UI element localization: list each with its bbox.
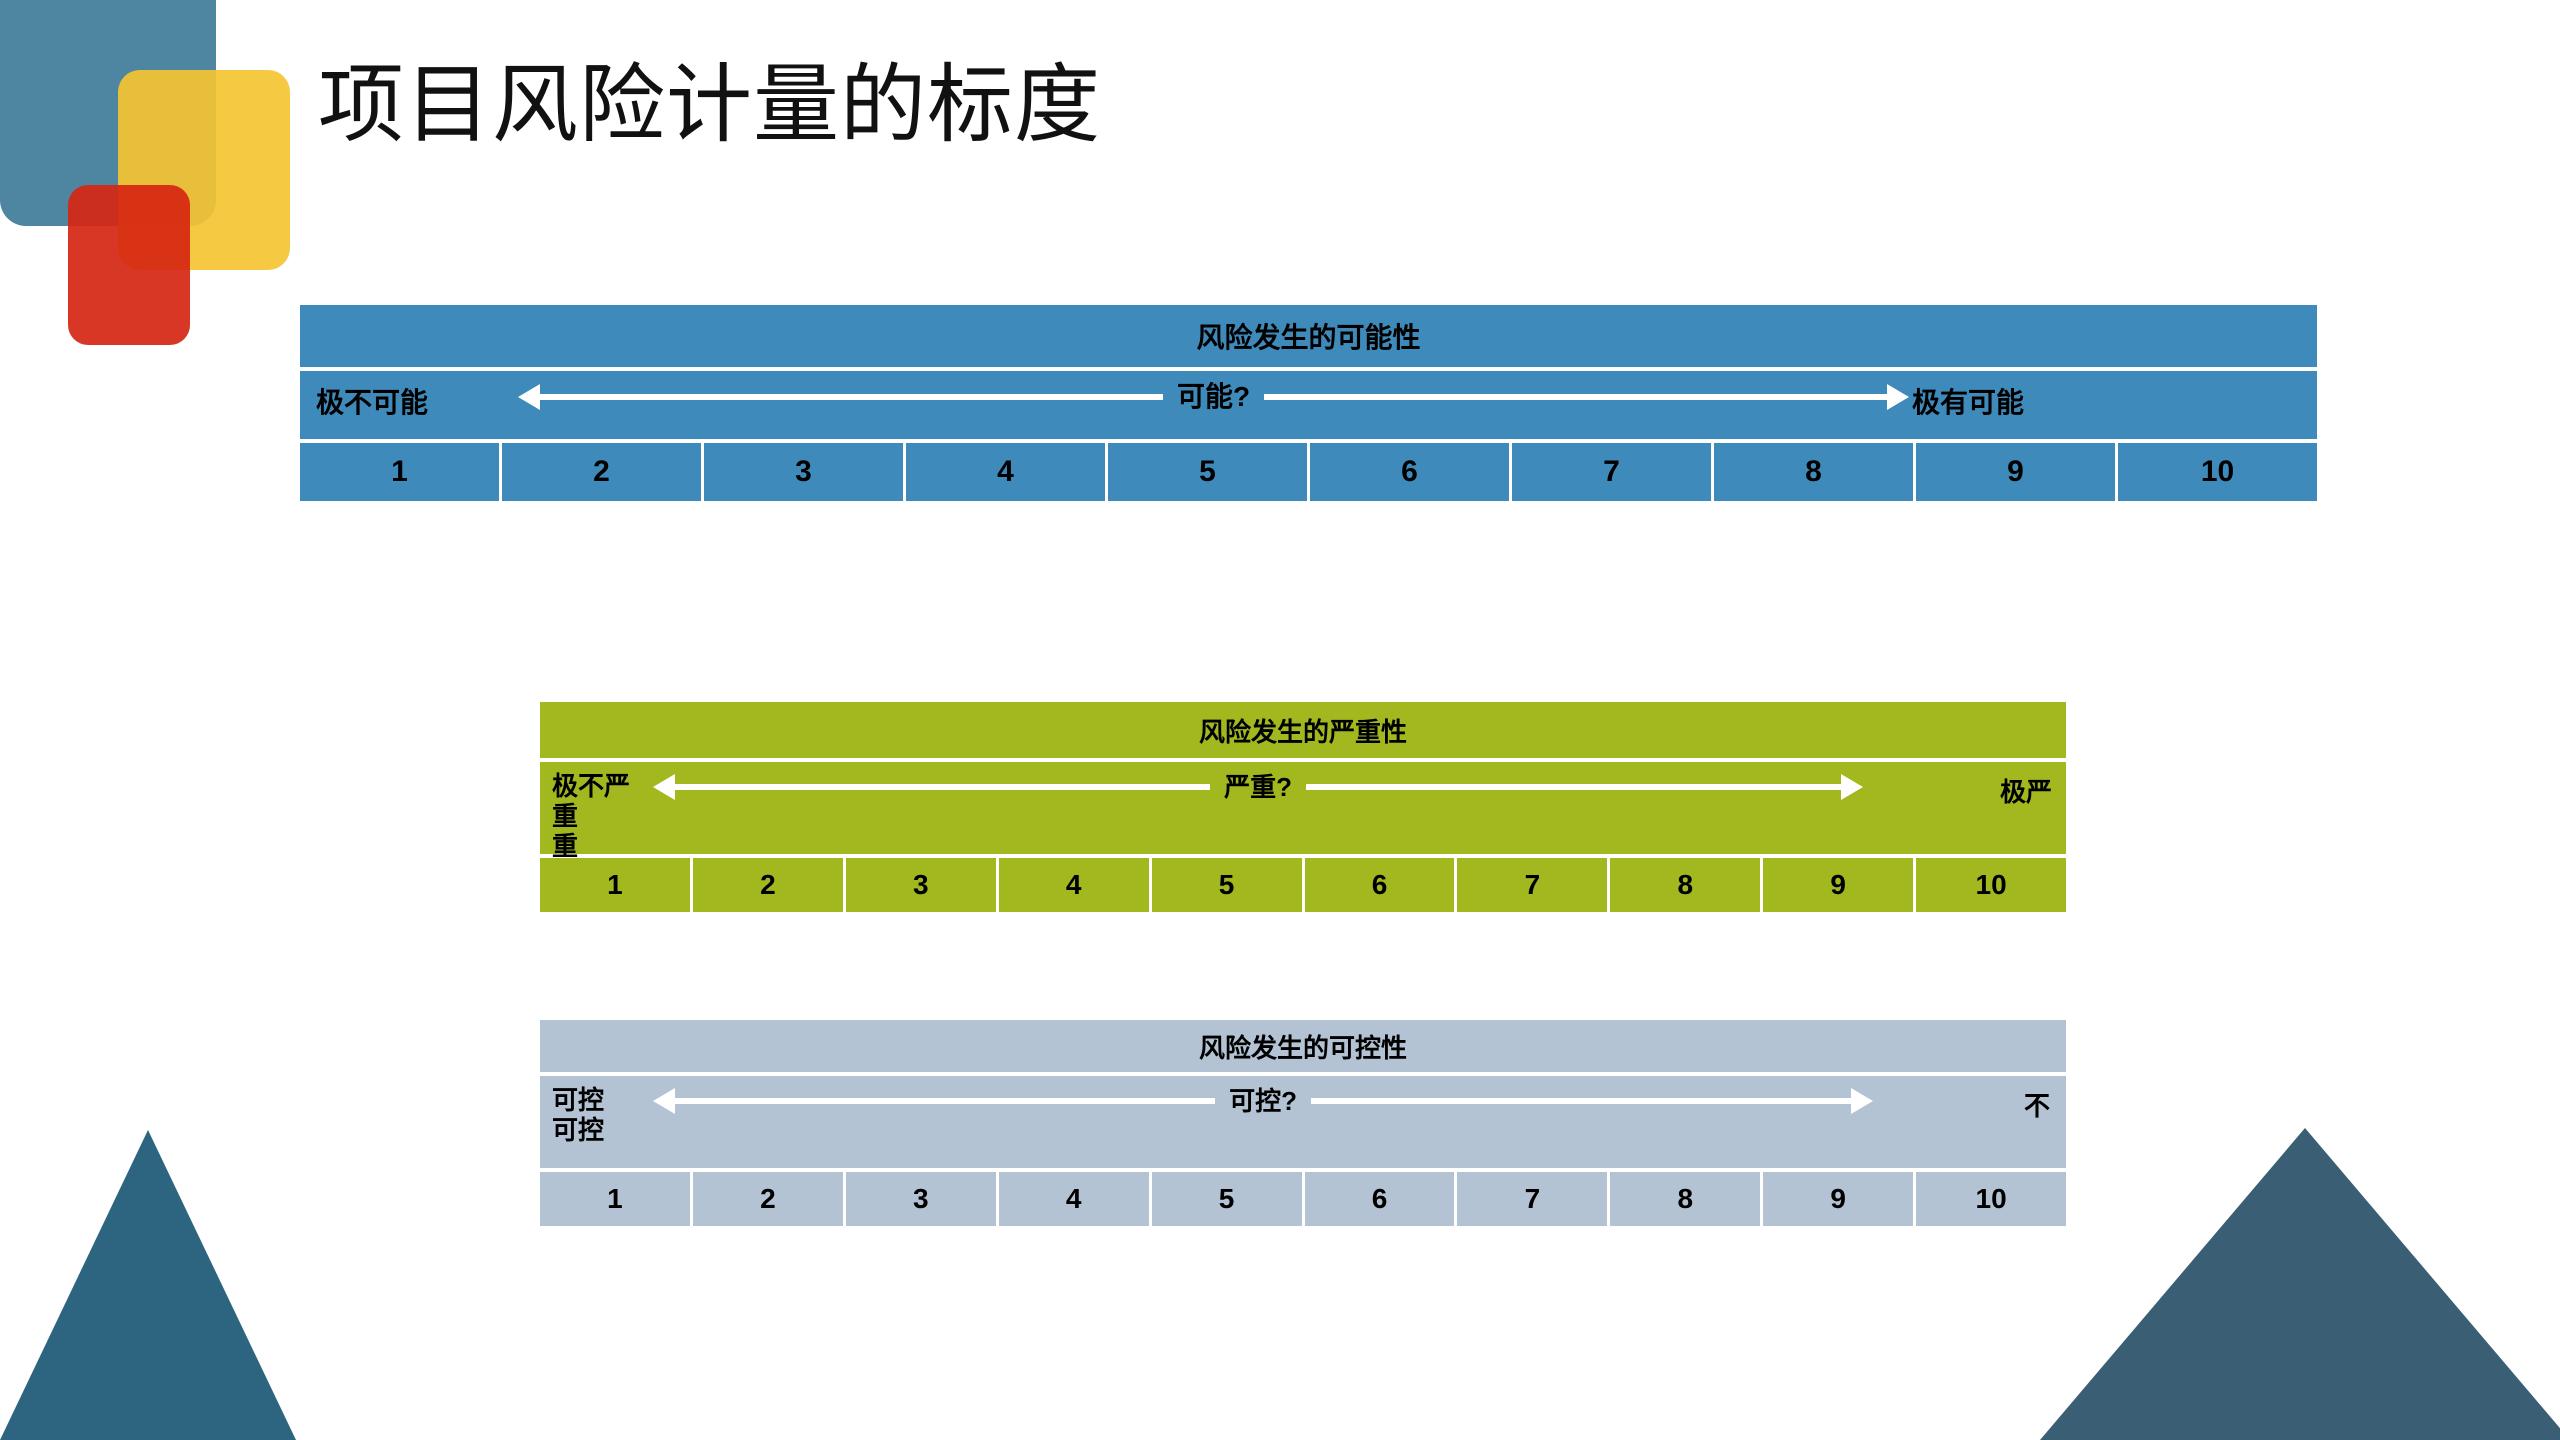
- num-cell[interactable]: 1: [540, 858, 693, 912]
- band-mid-label-severity: 严重?: [1224, 772, 1292, 802]
- logo-red-square: [68, 185, 190, 345]
- band-left-label-severity: 极不严重 重: [552, 771, 631, 861]
- scale-table-likelihood: 风险发生的可能性 极不可能 可能? 极有可能: [300, 305, 2317, 501]
- num-cell[interactable]: 7: [1512, 443, 1714, 501]
- num-cell[interactable]: 8: [1610, 1172, 1764, 1226]
- arrow-left-shaft: [675, 784, 1211, 790]
- arrow-right-shaft: [1264, 394, 1888, 400]
- num-cell[interactable]: 3: [845, 858, 999, 912]
- num-cell[interactable]: 4: [998, 1172, 1152, 1226]
- band-right-label-severity: 极严: [1999, 777, 2052, 807]
- num-cell[interactable]: 2: [692, 1172, 846, 1226]
- arrow-left-head-icon: [515, 384, 540, 410]
- number-row-likelihood: 1 2 3 4 5 6 7 8 9 10: [300, 443, 2317, 501]
- num-cell[interactable]: 4: [906, 443, 1108, 501]
- decorative-logo: [0, 0, 320, 360]
- arrow-left-head-icon: [650, 774, 675, 800]
- num-cell[interactable]: 8: [1714, 443, 1916, 501]
- num-cell[interactable]: 1: [300, 443, 502, 501]
- arrow-right-head-icon: [1841, 774, 1866, 800]
- num-cell[interactable]: 3: [704, 443, 906, 501]
- arrow-right-controllability: [1310, 1088, 1876, 1114]
- num-cell[interactable]: 1: [540, 1172, 693, 1226]
- table-band-likelihood: 极不可能 可能? 极有可能: [300, 371, 2317, 439]
- decorative-triangle-right: [2040, 1125, 2560, 1440]
- band-mid-severity: 严重?: [650, 762, 1866, 854]
- band-mid-label-likelihood: 可能?: [1176, 381, 1251, 412]
- arrow-left-likelihood: [515, 384, 1163, 410]
- num-cell[interactable]: 10: [1916, 858, 2067, 912]
- num-cell[interactable]: 7: [1457, 858, 1611, 912]
- num-cell[interactable]: 2: [692, 858, 846, 912]
- arrow-right-head-icon: [1851, 1088, 1876, 1114]
- band-mid-label-controllability: 可控?: [1229, 1086, 1297, 1116]
- arrow-right-severity: [1305, 774, 1866, 800]
- arrow-right-head-icon: [1887, 384, 1912, 410]
- num-cell[interactable]: 10: [2118, 443, 2317, 501]
- num-cell[interactable]: 3: [845, 1172, 999, 1226]
- band-right-label-controllability: 不: [2023, 1091, 2050, 1121]
- num-cell[interactable]: 6: [1304, 858, 1458, 912]
- band-left-label-likelihood: 极不可能: [316, 387, 429, 418]
- table-band-severity: 极不严重 重 严重? 极严: [540, 762, 2066, 861]
- band-right-label-likelihood: 极有可能: [1912, 387, 2025, 418]
- band-mid-controllability: 可控?: [650, 1076, 1876, 1168]
- arrow-right-shaft: [1305, 784, 1842, 790]
- page-title: 项目风险计量的标度: [318, 57, 1101, 153]
- num-cell[interactable]: 9: [1763, 858, 1917, 912]
- decorative-triangle-left: [0, 1127, 296, 1440]
- num-cell[interactable]: 2: [502, 443, 704, 501]
- num-cell[interactable]: 9: [1763, 1172, 1917, 1226]
- table-header-controllability: 风险发生的可控性: [540, 1020, 2066, 1072]
- num-cell[interactable]: 5: [1151, 1172, 1305, 1226]
- scale-table-controllability: 风险发生的可控性 可控 可控 可控? 不: [540, 1020, 2067, 1226]
- num-cell[interactable]: 6: [1304, 1172, 1458, 1226]
- num-cell[interactable]: 8: [1610, 858, 1764, 912]
- number-row-controllability: 1 2 3 4 5 6 7 8 9 10: [540, 1172, 2067, 1226]
- num-cell[interactable]: 7: [1457, 1172, 1611, 1226]
- number-row-severity: 1 2 3 4 5 6 7 8 9 10: [540, 858, 2067, 912]
- num-cell[interactable]: 9: [1916, 443, 2118, 501]
- num-cell[interactable]: 5: [1108, 443, 1310, 501]
- arrow-left-head-icon: [650, 1088, 675, 1114]
- arrow-left-shaft: [675, 1098, 1216, 1104]
- scale-table-severity: 风险发生的严重性 极不严重 重 严重? 极严: [540, 702, 2067, 912]
- table-header-likelihood: 风险发生的可能性: [300, 305, 2317, 367]
- table-header-severity: 风险发生的严重性: [540, 702, 2066, 758]
- arrow-left-severity: [650, 774, 1211, 800]
- band-mid-likelihood: 可能?: [515, 371, 1912, 439]
- num-cell[interactable]: 6: [1310, 443, 1512, 501]
- band-left-label-controllability: 可控 可控: [552, 1085, 605, 1145]
- num-cell[interactable]: 5: [1151, 858, 1305, 912]
- arrow-left-shaft: [540, 394, 1163, 400]
- num-cell[interactable]: 4: [998, 858, 1152, 912]
- arrow-left-controllability: [650, 1088, 1216, 1114]
- arrow-right-shaft: [1310, 1098, 1852, 1104]
- arrow-right-likelihood: [1264, 384, 1912, 410]
- table-band-controllability: 可控 可控 可控? 不: [540, 1076, 2066, 1168]
